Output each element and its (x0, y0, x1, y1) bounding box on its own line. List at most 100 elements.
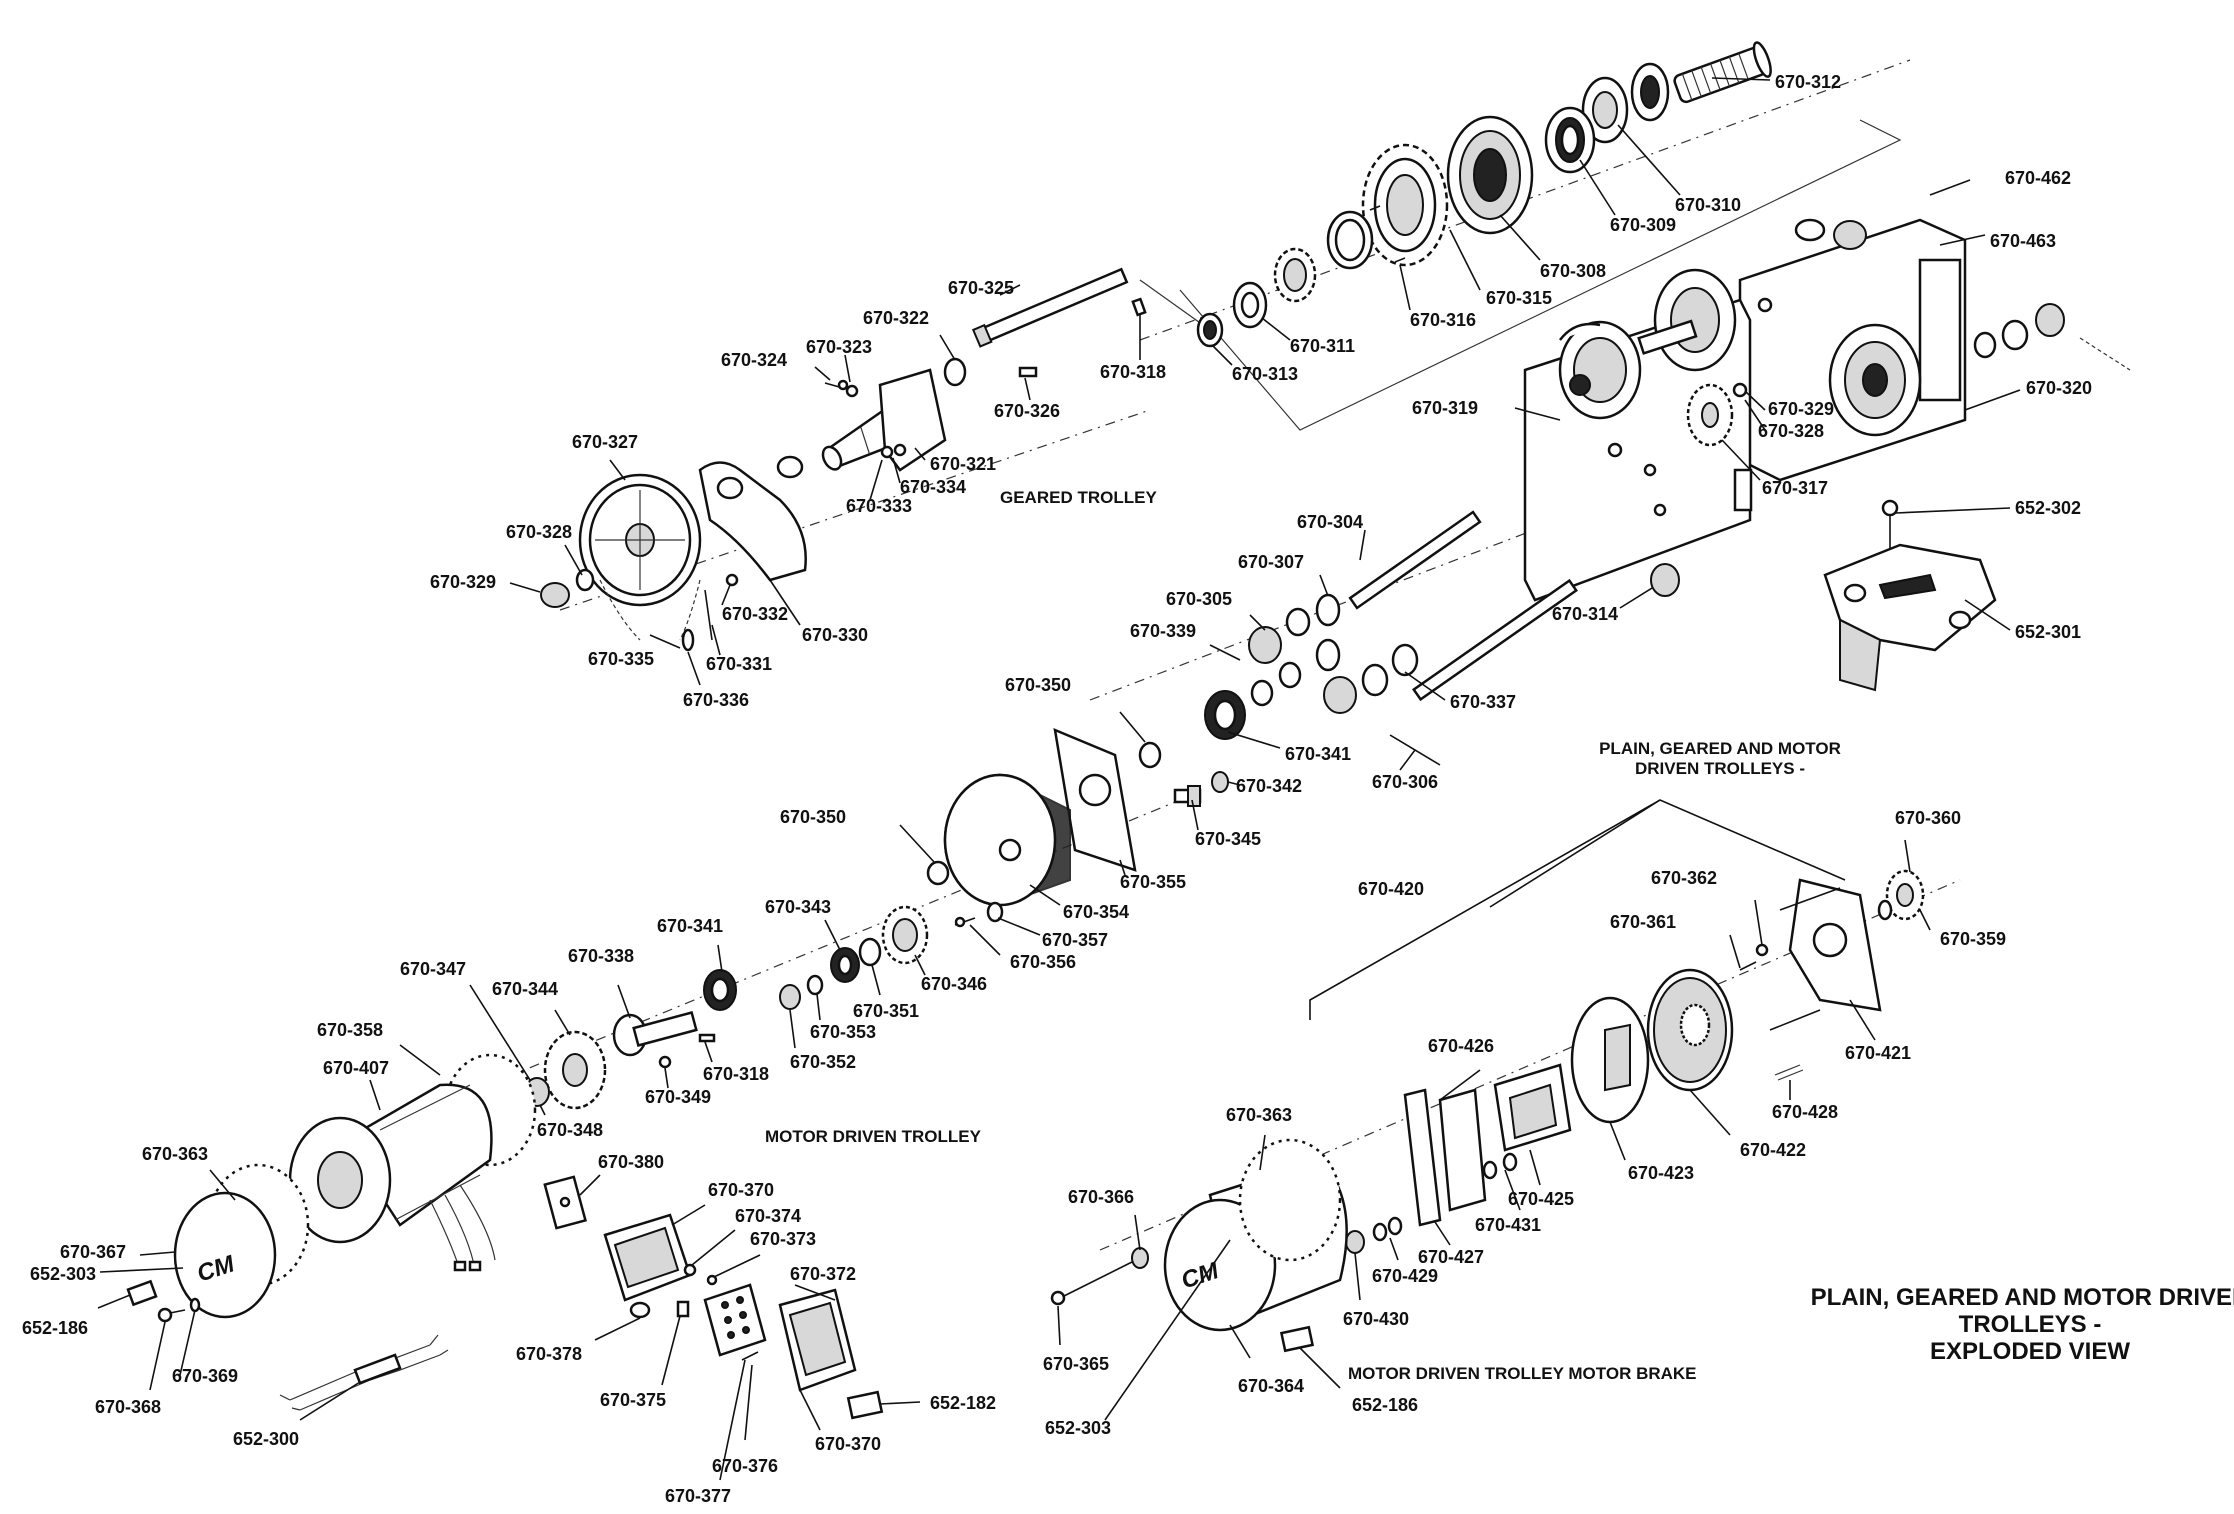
part-670-349 (658, 1055, 672, 1069)
label-652-301: 652-301 (2015, 622, 2081, 642)
label-670-316: 670-316 (1410, 310, 1476, 330)
part-670-407-motor (288, 1083, 496, 1272)
label-670-353: 670-353 (810, 1022, 876, 1042)
part-ring (1326, 210, 1374, 270)
label-670-360: 670-360 (1895, 808, 1961, 828)
part-670-324 (837, 379, 849, 391)
label-670-422: 670-422 (1740, 1140, 1806, 1160)
part-670-425-coil (1493, 1063, 1572, 1152)
label-670-312: 670-312 (1775, 72, 1841, 92)
label-670-370: 670-370 (708, 1180, 774, 1200)
label-670-326: 670-326 (994, 401, 1060, 421)
part-670-365-bolt (1050, 1261, 1133, 1306)
label-670-352: 670-352 (790, 1052, 856, 1072)
part-670-422-disc (1646, 968, 1734, 1092)
label-670-356: 670-356 (1010, 952, 1076, 972)
label-670-354: 670-354 (1063, 902, 1129, 922)
part-670-315 (1361, 143, 1449, 267)
part-670-329-upper (1732, 382, 1748, 398)
label-670-315: 670-315 (1486, 288, 1552, 308)
label-670-420: 670-420 (1358, 879, 1424, 899)
label-670-366: 670-366 (1068, 1187, 1134, 1207)
label-670-349: 670-349 (645, 1087, 711, 1107)
part-labels: 670-312 670-462 670-310 670-463 670-309 … (22, 72, 2092, 1506)
part-670-316-pins (1369, 205, 1406, 263)
label-670-339: 670-339 (1130, 621, 1196, 641)
label-670-336: 670-336 (683, 690, 749, 710)
part-670-375 (676, 1300, 690, 1318)
part-670-427-bracket (1403, 1088, 1487, 1227)
part-670-380 (543, 1175, 587, 1230)
part-670-331 (704, 589, 713, 641)
label-670-348: 670-348 (537, 1120, 603, 1140)
label-670-367: 670-367 (60, 1242, 126, 1262)
part-terminal-block (703, 1283, 767, 1357)
part-670-421-plate (1769, 878, 1882, 1031)
label-670-321: 670-321 (930, 454, 996, 474)
label-670-322: 670-322 (863, 308, 929, 328)
part-670-345-pinion (1173, 785, 1202, 807)
part-670-326-key (1018, 366, 1038, 378)
label-670-333: 670-333 (846, 496, 912, 516)
label-670-335: 670-335 (588, 649, 654, 669)
part-670-351 (858, 937, 882, 967)
label-670-364: 670-364 (1238, 1376, 1304, 1396)
label-670-317: 670-317 (1762, 478, 1828, 498)
label-652-300: 652-300 (233, 1429, 299, 1449)
part-670-431-washers (1482, 1152, 1518, 1180)
part-670-429 (1372, 1216, 1403, 1242)
label-670-310: 670-310 (1675, 195, 1741, 215)
label-670-304: 670-304 (1297, 512, 1363, 532)
part-670-356 (954, 916, 976, 928)
part-670-317-gear (1686, 383, 1734, 447)
label-670-421: 670-421 (1845, 1043, 1911, 1063)
label-652-303-b: 652-303 (1045, 1418, 1111, 1438)
part-670-314-nut (1650, 563, 1680, 597)
label-670-359: 670-359 (1940, 929, 2006, 949)
group-brackets (1309, 799, 1846, 1020)
part-670-328-washer (575, 568, 595, 592)
label-670-328: 670-328 (506, 522, 572, 542)
label-670-380: 670-380 (598, 1152, 664, 1172)
part-670-344-gear (543, 1030, 607, 1110)
part-collar (776, 455, 804, 479)
label-652-182: 652-182 (930, 1393, 996, 1413)
part-670-319-plate (1523, 298, 1753, 602)
label-670-423: 670-423 (1628, 1163, 1694, 1183)
part-670-368-screw (157, 1307, 186, 1323)
label-670-463: 670-463 (1990, 231, 2056, 251)
part-670-309 (1544, 106, 1596, 174)
part-670-370-box (603, 1213, 692, 1302)
label-670-462: 670-462 (2005, 168, 2071, 188)
label-670-307: 670-307 (1238, 552, 1304, 572)
caption-motor-driven-trolley: MOTOR DRIVEN TROLLEY (765, 1127, 982, 1146)
middle-shaft-parts (1138, 510, 1680, 807)
label-670-426: 670-426 (1428, 1036, 1494, 1056)
part-670-329-nut (540, 582, 570, 608)
label-670-350: 670-350 (1005, 675, 1071, 695)
part-670-352 (779, 984, 801, 1010)
part-670-353 (806, 974, 824, 996)
label-670-365: 670-365 (1043, 1354, 1109, 1374)
part-670-337-shaft (1411, 578, 1579, 702)
label-670-342: 670-342 (1236, 776, 1302, 796)
label-670-329-b: 670-329 (1768, 399, 1834, 419)
label-670-428: 670-428 (1772, 1102, 1838, 1122)
label-670-338: 670-338 (568, 946, 634, 966)
label-670-341: 670-341 (1285, 744, 1351, 764)
part-670-367-end-cover: CM (173, 1191, 277, 1319)
label-670-372: 670-372 (790, 1264, 856, 1284)
label-670-323: 670-323 (806, 337, 872, 357)
label-652-302: 652-302 (2015, 498, 2081, 518)
label-670-430: 670-430 (1343, 1309, 1409, 1329)
part-670-372-cover (778, 1288, 857, 1392)
part-670-361 (1739, 961, 1757, 971)
part-670-334-nuts (880, 443, 907, 459)
part-652-186-b (1279, 1325, 1315, 1353)
label-670-370-b: 670-370 (815, 1434, 881, 1454)
part-670-310 (1581, 76, 1629, 144)
part-670-378 (629, 1301, 651, 1319)
part-670-336 (681, 628, 695, 652)
part-670-354-housing (943, 773, 1071, 907)
